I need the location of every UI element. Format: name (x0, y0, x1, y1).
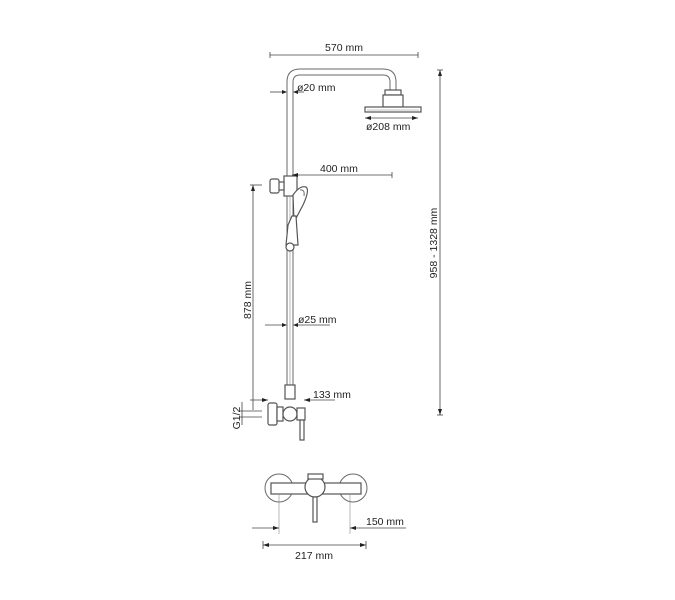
dim-label-pipe-diameter-top: ø20 mm (297, 82, 336, 94)
rain-shower-head (364, 89, 422, 113)
dim-label-arm-width: 570 mm (325, 42, 363, 54)
hand-shower (285, 186, 309, 252)
dim-total-height: 958 - 1328 mm (428, 69, 443, 416)
diverter-knob (269, 175, 298, 197)
dim-hand-shower-offset: 400 mm (292, 163, 393, 178)
dim-pipe-diameter-lower: ø25 mm (265, 314, 337, 327)
dim-label-hand-shower-offset: 400 mm (320, 163, 358, 175)
dim-label-total-height: 958 - 1328 mm (428, 207, 440, 278)
dim-label-pipe-diameter-lower: ø25 mm (298, 314, 337, 326)
dim-arm-width: 570 mm (269, 42, 419, 58)
dim-head-diameter: ø208 mm (365, 116, 418, 133)
dim-mixer-projection: 133 mm (250, 389, 351, 402)
dim-mixer-width: 217 mm (262, 541, 367, 562)
dim-rail-height: 878 mm (242, 184, 262, 410)
dim-pipe-diameter-top: ø20 mm (270, 82, 336, 94)
shower-column (286, 68, 397, 176)
dim-label-eccentric-spacing: 150 mm (366, 516, 404, 528)
dim-thread: G1/2 (231, 402, 262, 429)
dim-label-head-diameter: ø208 mm (366, 121, 411, 133)
dim-label-mixer-width: 217 mm (295, 550, 333, 562)
mixer-side-view (267, 384, 306, 441)
dim-label-mixer-projection: 133 mm (313, 389, 351, 401)
dim-label-thread: G1/2 (231, 406, 243, 429)
dim-label-rail-height: 878 mm (242, 281, 254, 319)
dim-eccentric-spacing: 150 mm (252, 516, 406, 530)
mixer-front-view (264, 473, 368, 534)
